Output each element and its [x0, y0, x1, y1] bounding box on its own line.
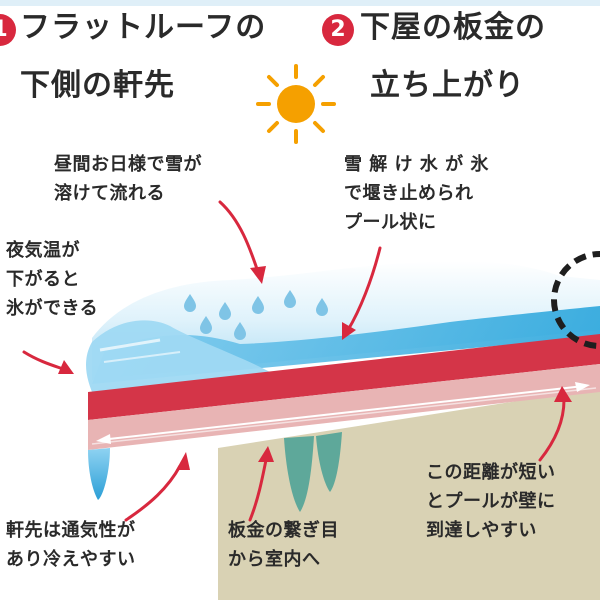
label-seam: 板金の繋ぎ目 から室内へ	[228, 520, 339, 570]
heading-1-line-2: 下側の軒先	[20, 68, 175, 103]
heading-2-number-badge: 2	[322, 14, 354, 46]
heading-2-line-2: 立ち上がり	[370, 68, 525, 103]
callout-arrows	[22, 200, 566, 522]
heading-2-line-1: 下屋の板金の	[360, 10, 546, 45]
roof-sheet	[88, 334, 600, 420]
leak-seam-drips	[284, 432, 342, 512]
label-pool: 雪 解 け 水 が 氷 で堰き止められ プール状に	[344, 154, 489, 233]
heading-1-line-1: フラットルーフの	[20, 10, 267, 45]
distance-arrow	[96, 382, 590, 444]
label-distance: この距離が短い とプールが壁に 到達しやすい	[426, 462, 556, 541]
icicle	[88, 448, 110, 500]
dashed-circle-highlight	[551, 251, 600, 349]
water-drop-icon	[184, 290, 328, 340]
fascia	[88, 364, 600, 450]
callout-arrowheads	[58, 266, 572, 470]
label-night-ice: 夜気温が 下がると 氷ができる	[6, 240, 99, 319]
top-border	[0, 0, 600, 6]
sun-icon	[256, 64, 336, 144]
label-sun-melt: 昼間お日様で雪が 溶けて流れる	[54, 154, 202, 204]
label-eave-vent: 軒先は通気性が あり冷えやすい	[6, 520, 136, 570]
heading-1-number-badge: 1	[0, 14, 16, 46]
ice-dam	[86, 320, 270, 392]
